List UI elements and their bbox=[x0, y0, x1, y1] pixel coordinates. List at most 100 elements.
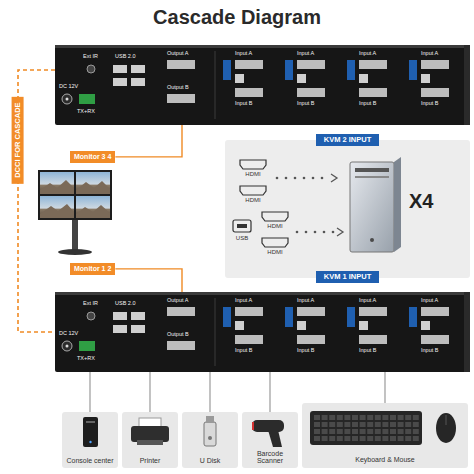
device-label: Console center bbox=[64, 457, 116, 465]
kvm-switch-unit-detail bbox=[87, 65, 95, 73]
device-box-detail bbox=[204, 422, 216, 446]
input-panel-detail bbox=[233, 220, 251, 232]
kvm-switch-unit-detail bbox=[167, 307, 195, 316]
port-label: Input A bbox=[359, 297, 376, 303]
kvm-switch-unit-detail bbox=[223, 60, 231, 80]
connector-line bbox=[384, 372, 385, 403]
kvm-switch-unit: Ext IRDC 12VTX+RXUSB 2.0Output AOutput B… bbox=[55, 292, 470, 372]
port-label: Input B bbox=[297, 100, 314, 106]
port-label: Input B bbox=[235, 347, 252, 353]
port-label: Input B bbox=[421, 100, 438, 106]
kvm-switch-unit-detail bbox=[131, 325, 145, 333]
port-label: USB 2.0 bbox=[115, 300, 135, 306]
kvm-switch-unit-detail bbox=[167, 341, 195, 350]
device-box: Keyboard & Mouse bbox=[302, 403, 468, 468]
device-box-detail bbox=[337, 429, 343, 434]
input-panel-detail bbox=[321, 177, 324, 180]
kvm-switch-unit-detail bbox=[87, 312, 95, 320]
device-box-detail bbox=[329, 422, 335, 427]
monitor-bezel bbox=[38, 170, 112, 220]
mountain-shape bbox=[76, 205, 110, 218]
input-panel-detail bbox=[370, 238, 374, 242]
input-panel-detail bbox=[312, 177, 315, 180]
kvm-switch-unit-detail bbox=[464, 45, 470, 125]
device-box-detail bbox=[398, 422, 404, 427]
device-box-detail bbox=[344, 429, 350, 434]
device-box-detail bbox=[344, 436, 350, 441]
device-box: Barcode Scanner bbox=[242, 412, 298, 468]
device-box-detail bbox=[352, 422, 358, 427]
icon-label: USB bbox=[236, 235, 248, 242]
kvm-switch-unit-detail bbox=[297, 335, 325, 344]
kvm-switch-unit-detail bbox=[421, 321, 430, 330]
device-label: U Disk bbox=[184, 457, 236, 465]
icon-label: HDMI bbox=[267, 223, 282, 230]
device-box-detail bbox=[322, 429, 328, 434]
device-box-detail bbox=[405, 422, 411, 427]
device-box-detail bbox=[446, 415, 447, 425]
connector-line bbox=[115, 125, 182, 157]
device-box-detail bbox=[375, 415, 381, 420]
kvm-switch-unit-detail bbox=[215, 298, 216, 366]
device-box: Console center bbox=[62, 412, 118, 468]
input-panel-detail bbox=[294, 177, 297, 180]
device-label: Barcode Scanner bbox=[244, 450, 296, 465]
input-panel-detail bbox=[355, 168, 389, 172]
port-label: Input B bbox=[297, 347, 314, 353]
port-label: Output B bbox=[167, 331, 189, 337]
kvm-switch-unit-detail bbox=[223, 307, 231, 327]
monitor-base bbox=[58, 249, 92, 255]
device-box-detail bbox=[337, 422, 343, 427]
device-box-detail bbox=[314, 422, 320, 427]
device-box-detail bbox=[413, 415, 419, 420]
port-label: Ext IR bbox=[83, 300, 98, 306]
monitor-screen bbox=[76, 196, 110, 218]
input-panel-detail bbox=[394, 157, 401, 252]
device-box-detail bbox=[413, 422, 419, 427]
device-box-detail bbox=[302, 403, 468, 468]
device-box-detail bbox=[390, 436, 396, 441]
port-label: DC 12V bbox=[59, 330, 78, 336]
kvm-switch-unit-detail bbox=[359, 321, 368, 330]
kvm-switch-unit-detail bbox=[235, 88, 263, 97]
connector-line bbox=[149, 372, 150, 412]
input-panel-detail bbox=[285, 177, 288, 180]
device-box-detail bbox=[314, 415, 320, 420]
device-box-detail bbox=[89, 441, 91, 443]
device-box-detail bbox=[329, 415, 335, 420]
kvm-switch-unit-detail bbox=[215, 51, 216, 119]
kvm-switch-unit-detail bbox=[359, 335, 387, 344]
port-label: Output A bbox=[167, 50, 188, 56]
icon-label: X4 bbox=[409, 190, 433, 212]
device-box-detail bbox=[208, 436, 212, 440]
device-box-detail bbox=[337, 415, 343, 420]
port-label: Output A bbox=[167, 297, 188, 303]
connector-line bbox=[89, 372, 90, 412]
kvm-switch-unit-detail bbox=[79, 341, 95, 351]
monitor-label: Monitor 1 2 bbox=[74, 265, 111, 272]
port-label: Ext IR bbox=[83, 53, 98, 59]
input-panel-detail bbox=[296, 231, 299, 234]
kvm-switch-unit-detail bbox=[62, 94, 72, 104]
kvm-switch-unit-detail bbox=[235, 335, 263, 344]
input-panel-detail bbox=[262, 212, 288, 221]
kvm-switch-unit-detail bbox=[359, 88, 387, 97]
device-box-detail bbox=[206, 416, 214, 423]
input-panel-detail bbox=[303, 177, 306, 180]
device-box-detail bbox=[83, 417, 98, 447]
kvm-switch-unit-detail bbox=[113, 325, 127, 333]
device-box-detail bbox=[352, 436, 358, 441]
kvm-switch-unit-detail bbox=[285, 307, 293, 327]
port-label: Input A bbox=[235, 297, 252, 303]
kvm-switch-unit-detail bbox=[235, 74, 244, 83]
icon-label: KVM 1 INPUT bbox=[316, 271, 380, 283]
kvm-switch-unit-detail bbox=[62, 341, 72, 351]
device-box-detail bbox=[352, 415, 358, 420]
port-label: DC 12V bbox=[59, 83, 78, 89]
device-box-detail bbox=[314, 436, 320, 441]
kvm-switch-unit-detail bbox=[113, 65, 127, 73]
device-box-detail bbox=[322, 422, 328, 427]
device-box-detail bbox=[131, 426, 169, 442]
device-box-detail bbox=[322, 415, 328, 420]
